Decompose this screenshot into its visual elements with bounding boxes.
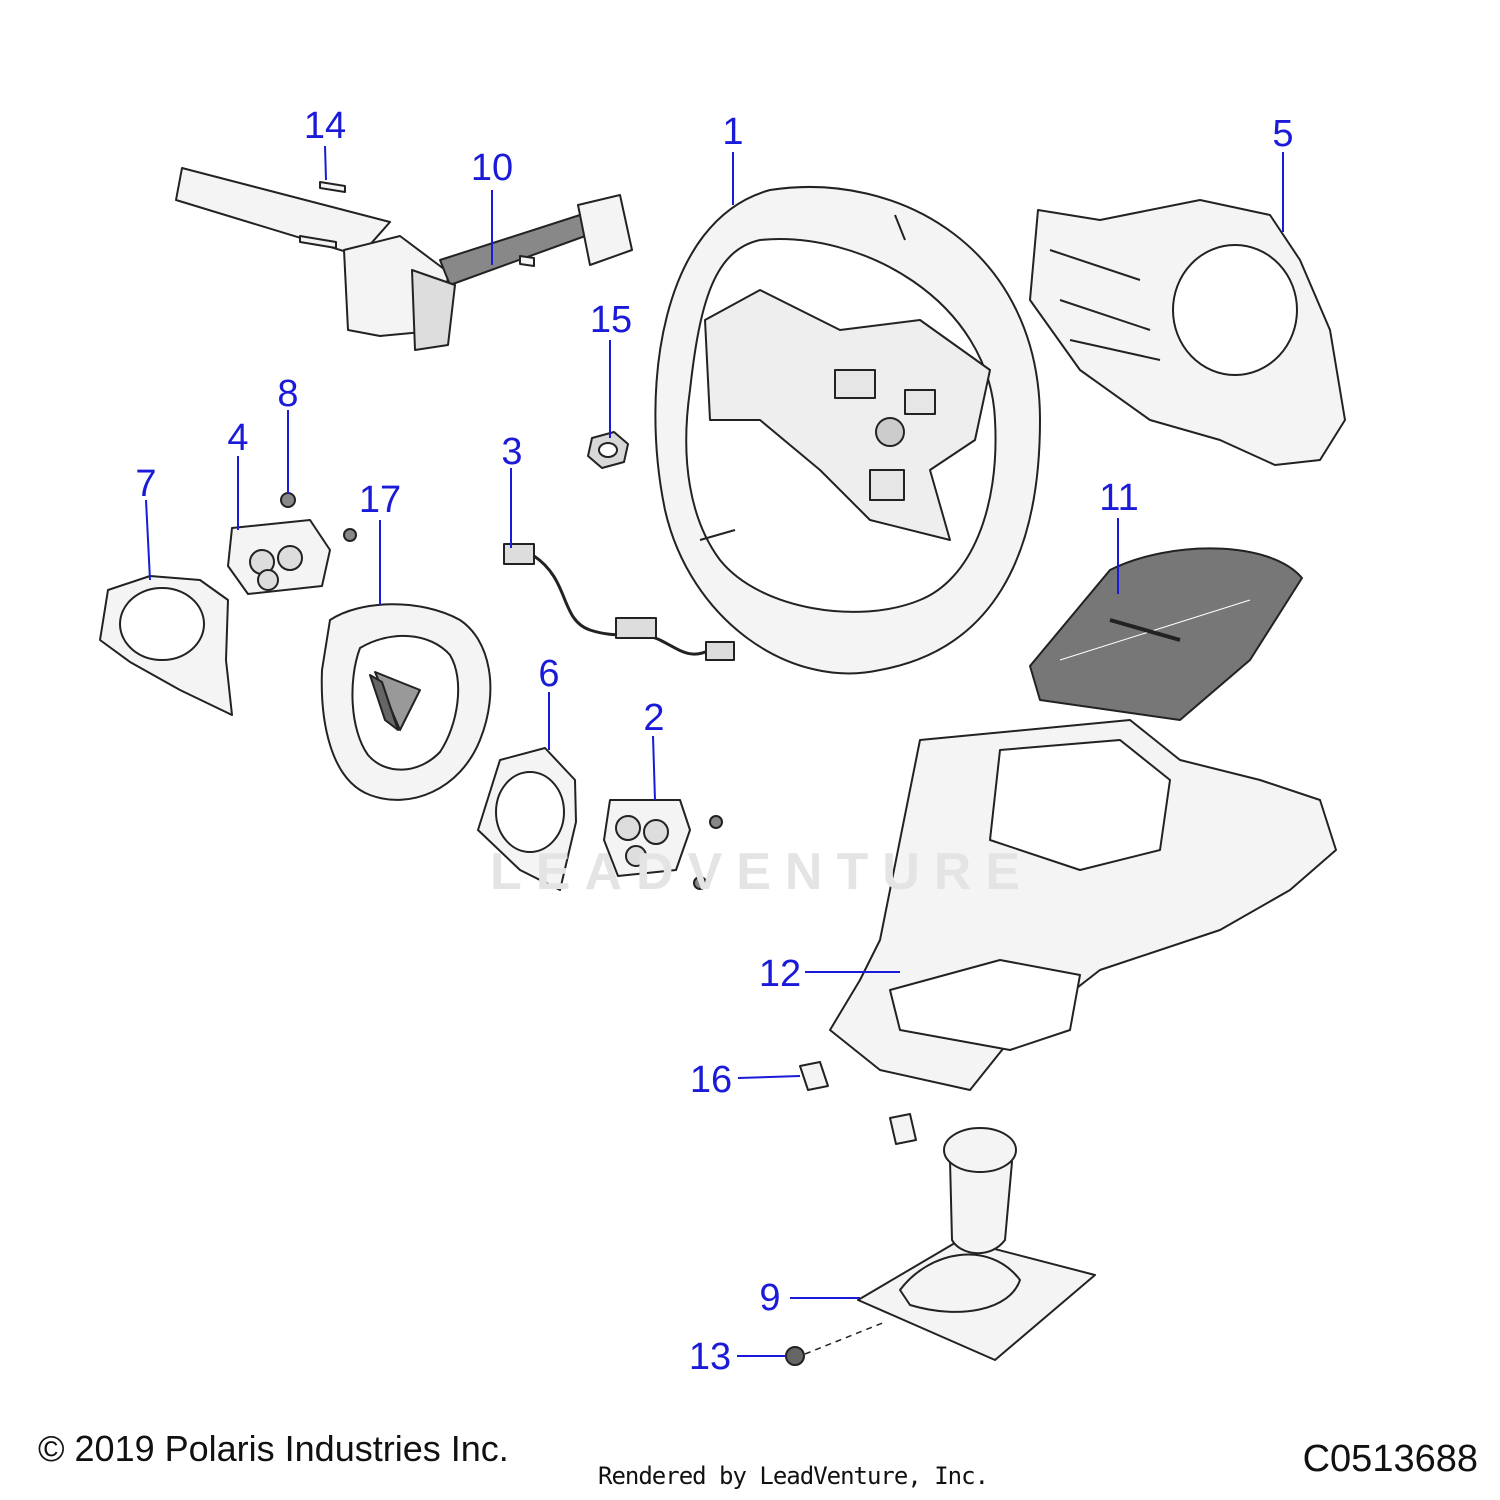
callout-10[interactable]: 10	[470, 147, 514, 189]
callout-5[interactable]: 5	[1272, 113, 1294, 155]
callout-11[interactable]: 11	[1099, 477, 1139, 519]
callout-1[interactable]: 1	[722, 111, 744, 153]
callout-7[interactable]: 7	[135, 463, 157, 505]
callout-2[interactable]: 2	[643, 697, 665, 739]
part-left-switch	[227, 519, 331, 595]
callout-4[interactable]: 4	[227, 417, 249, 459]
rendered-by-text: Rendered by LeadVenture, Inc.	[598, 1462, 989, 1490]
callout-9[interactable]: 9	[759, 1277, 781, 1319]
part-left-bezel	[99, 575, 233, 716]
watermark: LEADVENTURE	[490, 843, 1035, 901]
part-steering-wheel	[654, 186, 1041, 675]
part-grille-panel	[1029, 547, 1303, 721]
callout-14[interactable]: 14	[303, 105, 347, 147]
part-steering-column	[175, 167, 633, 351]
callout-6[interactable]: 6	[538, 653, 560, 695]
callout-16[interactable]: 16	[689, 1059, 733, 1101]
part-right-bezel	[477, 747, 577, 891]
part-clip	[799, 1061, 917, 1145]
callout-12[interactable]: 12	[758, 953, 802, 995]
part-horn-pad	[320, 603, 492, 801]
part-right-switch	[603, 799, 691, 877]
part-small-nut	[785, 1346, 805, 1366]
copyright-text: © 2019 Polaris Industries Inc.	[38, 1428, 509, 1469]
dashed-leader	[804, 1321, 886, 1355]
callout-3[interactable]: 3	[501, 431, 523, 473]
part-center-console	[829, 719, 1337, 1091]
diagram-code: C0513688	[1302, 1438, 1478, 1480]
callout-13[interactable]: 13	[688, 1336, 732, 1378]
part-nut	[587, 431, 629, 469]
part-wire-harness	[503, 543, 735, 661]
callout-15[interactable]: 15	[589, 299, 633, 341]
part-shift-boot	[857, 1127, 1096, 1361]
part-shroud	[1029, 199, 1346, 466]
leader-lines	[145, 145, 1284, 1357]
callout-17[interactable]: 17	[358, 479, 402, 521]
part-screw	[280, 492, 723, 890]
callout-8[interactable]: 8	[277, 373, 299, 415]
part-bolt	[299, 181, 535, 267]
